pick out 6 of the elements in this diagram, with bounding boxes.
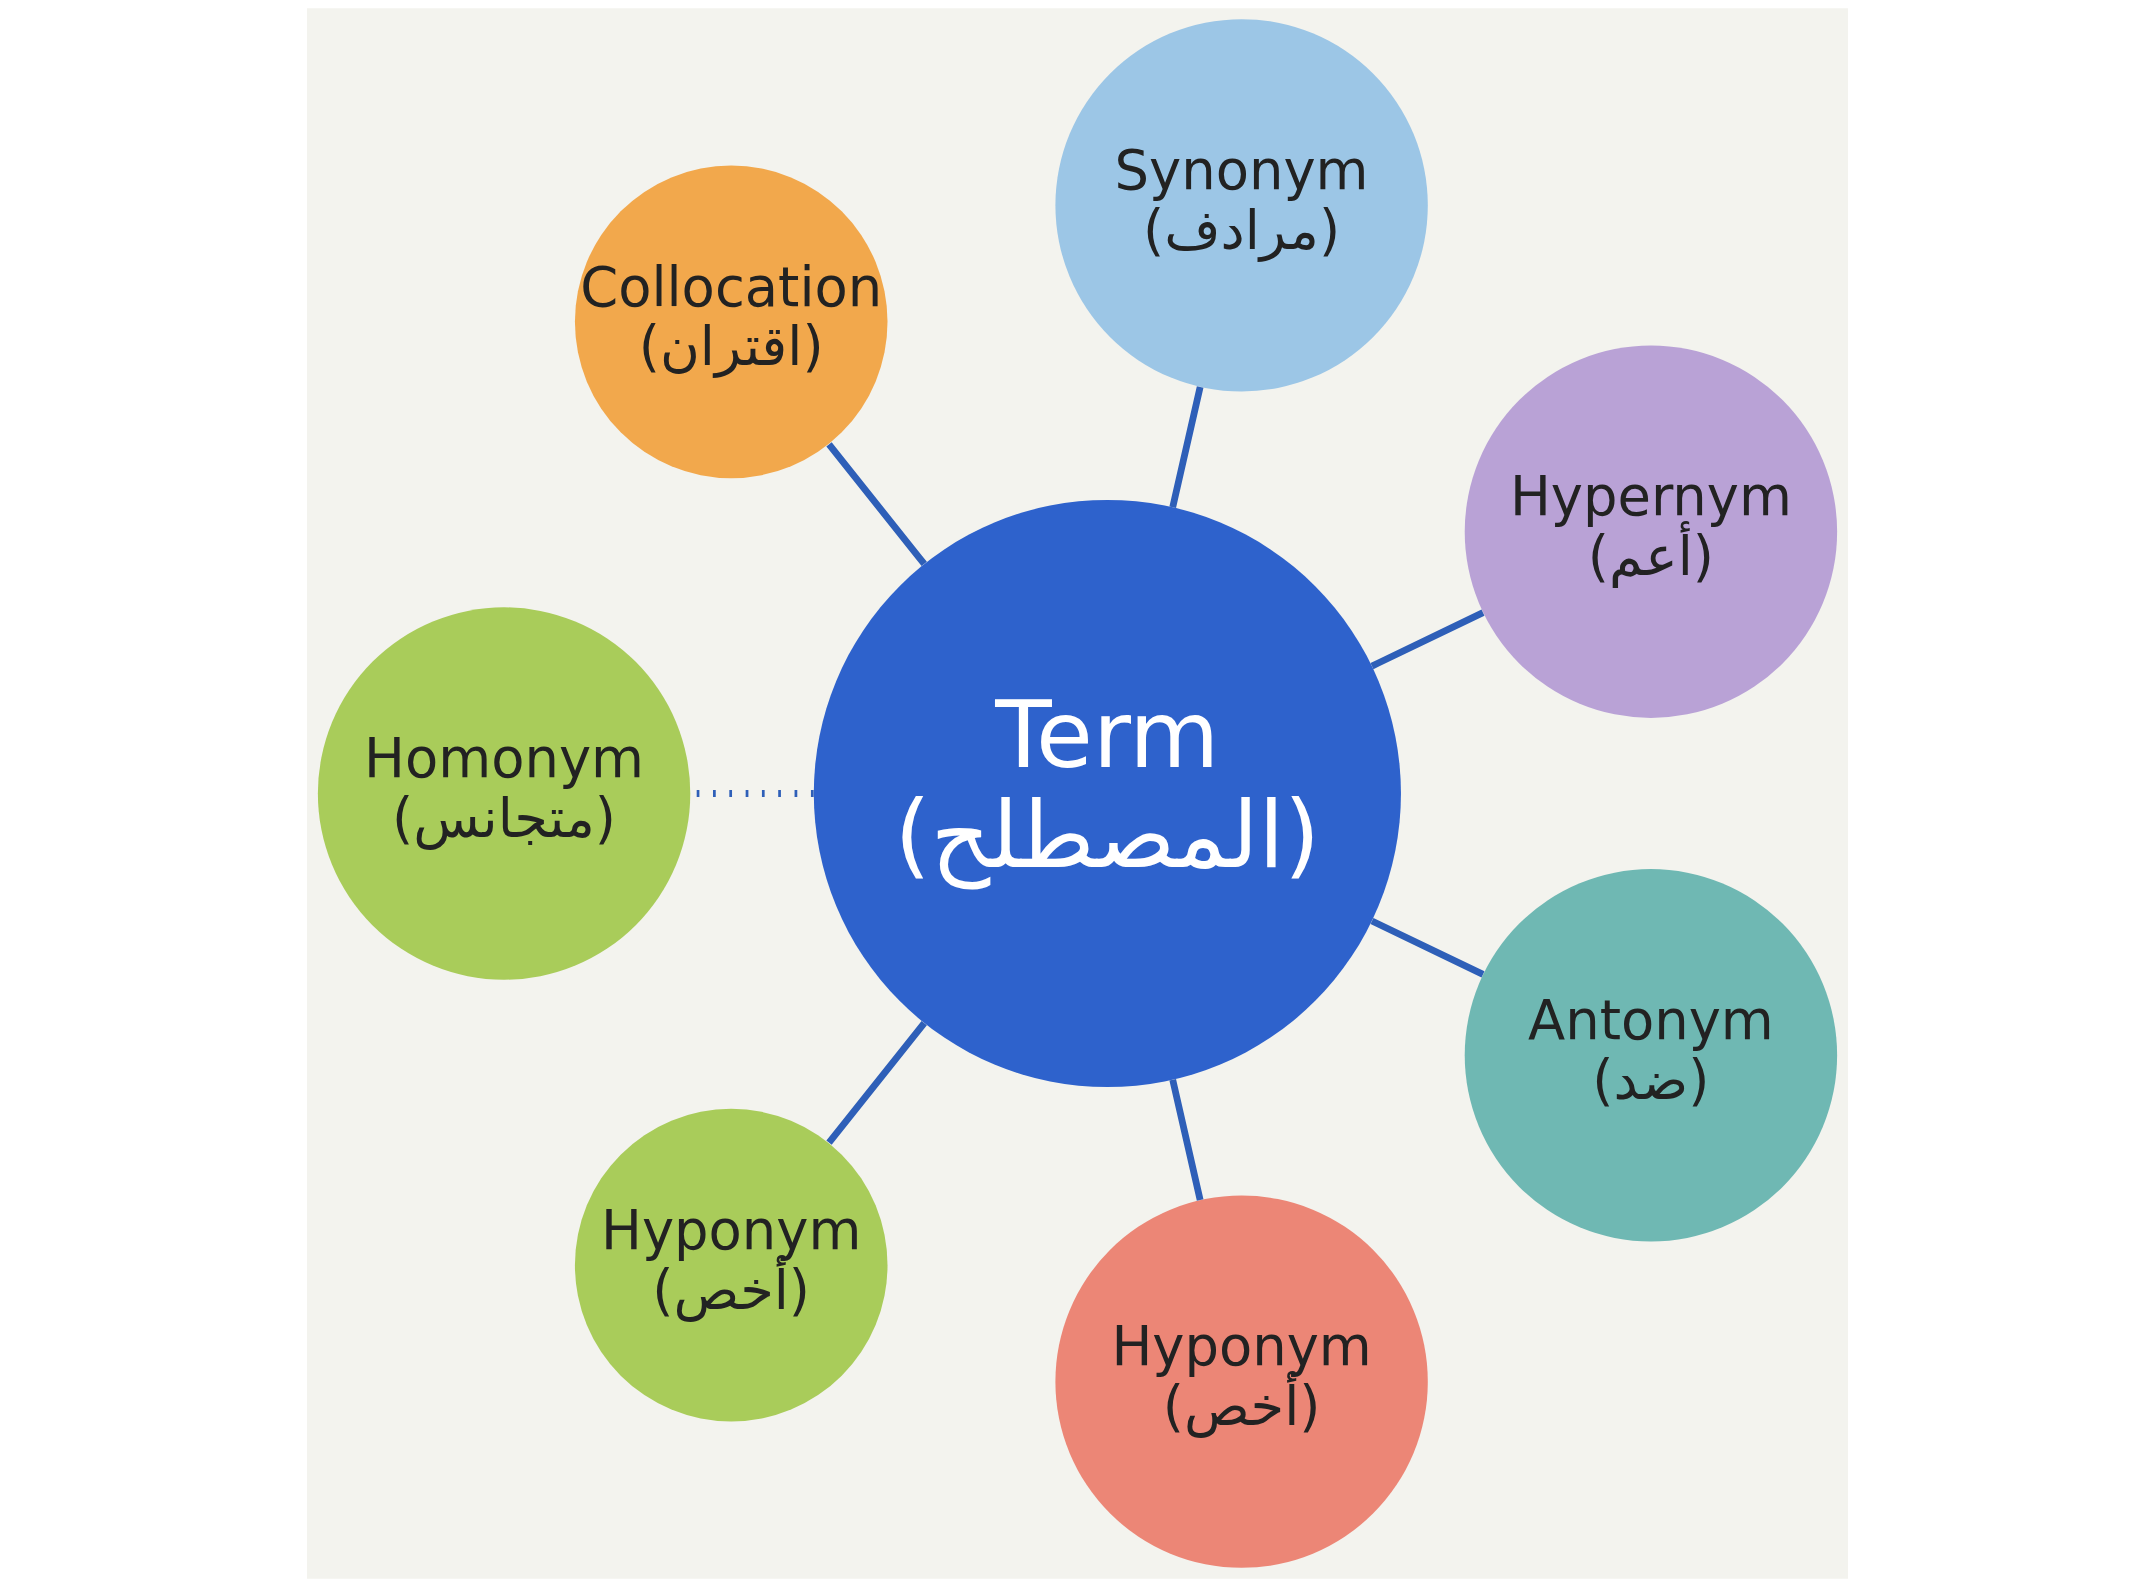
connector bbox=[1370, 917, 1484, 978]
connector bbox=[1168, 386, 1203, 508]
connector bbox=[1168, 1079, 1203, 1201]
connector bbox=[1370, 609, 1484, 670]
connector bbox=[825, 442, 927, 566]
connector bbox=[825, 1021, 927, 1145]
